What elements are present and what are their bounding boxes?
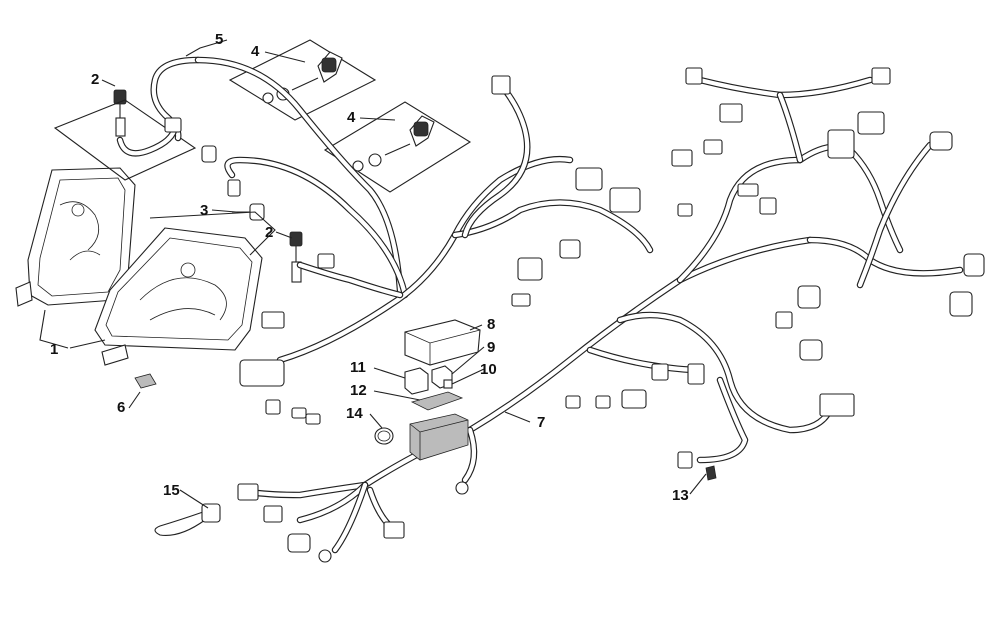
headlight-right <box>94 227 263 366</box>
callout-4-upper: 4 <box>251 43 260 60</box>
callout-15: 15 <box>163 482 180 499</box>
callout-8: 8 <box>487 316 496 333</box>
connector-13 <box>705 465 717 481</box>
callout-9: 9 <box>487 339 496 356</box>
connector-set <box>237 67 985 563</box>
adjuster-upper <box>228 39 377 121</box>
bulb-socket-top <box>113 89 127 137</box>
relay-11 <box>404 367 429 395</box>
clamp-14 <box>374 427 394 445</box>
callout-2-lower: 2 <box>265 224 274 241</box>
callout-11: 11 <box>350 359 366 376</box>
callout-10: 10 <box>480 361 497 378</box>
adjuster-lower <box>323 101 472 193</box>
relay-10 <box>443 379 453 389</box>
main-wiring-harness <box>246 76 964 554</box>
leader-lines <box>101 39 707 509</box>
bulb-socket-mid <box>289 231 303 283</box>
bulb-3 <box>201 145 265 221</box>
fuse-box-cover <box>404 319 481 366</box>
headlight-harness <box>116 56 409 299</box>
pad-6 <box>134 373 157 389</box>
fuse-block-12 <box>410 391 464 411</box>
callout-4-lower: 4 <box>347 109 356 126</box>
callout-13: 13 <box>672 487 689 504</box>
callout-14: 14 <box>346 405 363 422</box>
callout-6: 6 <box>117 399 126 416</box>
callout-2-upper: 2 <box>91 71 100 88</box>
callout-12: 12 <box>350 382 367 399</box>
fuse-base <box>409 413 469 461</box>
callout-7: 7 <box>537 414 546 431</box>
strap-15 <box>154 503 221 536</box>
callout-5: 5 <box>215 31 224 48</box>
callout-3: 3 <box>200 202 209 219</box>
callout-1: 1 <box>50 341 59 358</box>
